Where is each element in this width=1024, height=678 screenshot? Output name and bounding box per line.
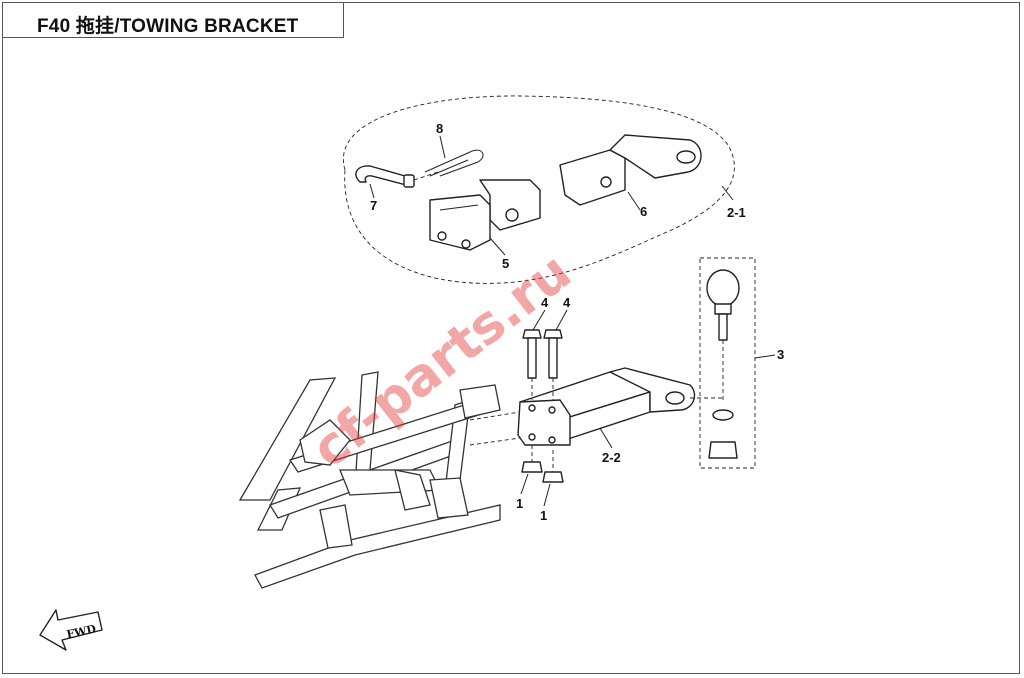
fwd-label: FWD: [65, 622, 97, 641]
ball-mount-part-3: [690, 257, 776, 469]
leader-1a: [520, 473, 529, 495]
nut-part-1-left: [521, 445, 543, 473]
page-title: F40 拖挂/TOWING BRACKET: [37, 16, 299, 37]
callout-8: 8: [436, 121, 443, 136]
hairpin-clip-part-8: [413, 149, 484, 181]
leader-1b: [543, 483, 551, 507]
callout-1-left: 1: [516, 496, 523, 511]
callout-5: 5: [502, 256, 509, 271]
callout-2-2: 2-2: [602, 450, 621, 465]
callout-6: 6: [640, 204, 647, 219]
title-box: F40 拖挂/TOWING BRACKET: [2, 2, 344, 38]
leader-lines-top: [369, 135, 734, 256]
leader-2-2: [599, 427, 613, 449]
pin-part-7: [355, 165, 415, 188]
callout-4-right: 4: [563, 295, 571, 310]
receiver-bracket-part-5: [429, 179, 541, 251]
bolt-part-4-left: [522, 329, 542, 400]
fwd-arrow-icon: FWD: [39, 609, 103, 651]
callout-7: 7: [370, 198, 377, 213]
vehicle-frame: [238, 371, 501, 589]
callout-3: 3: [777, 347, 784, 362]
hitch-bar-part-2-2: [469, 367, 696, 446]
bolt-part-4-right: [543, 329, 563, 400]
callout-1-right: 1: [540, 508, 547, 523]
insert-tube-part-6: [559, 134, 702, 206]
nut-part-1-right: [542, 450, 564, 483]
leader-4b: [555, 309, 568, 331]
callout-2-1: 2-1: [727, 205, 746, 220]
leader-4a: [532, 309, 546, 331]
callout-4-left: 4: [541, 295, 549, 310]
